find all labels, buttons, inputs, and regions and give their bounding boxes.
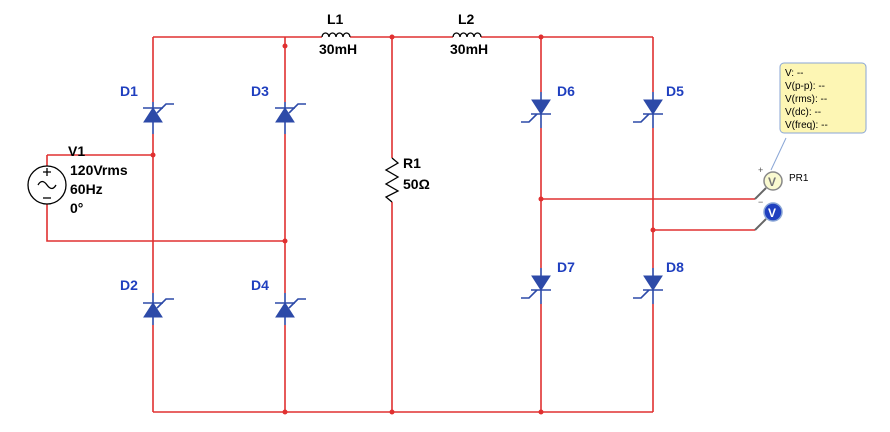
inductor-l2[interactable]: L2 30mH [450, 11, 488, 57]
junction-dots [150, 34, 656, 415]
readout-vfreq: V(freq): -- [785, 120, 828, 131]
svg-text:−: − [758, 197, 763, 207]
thyristor-d7[interactable]: D7 [521, 259, 575, 304]
resistor-value: 50Ω [403, 176, 430, 192]
thyristor-d1-label: D1 [120, 83, 138, 99]
inductor-l1-value: 30mH [319, 41, 357, 57]
thyristor-d7-label: D7 [557, 259, 575, 275]
probe-positive-icon[interactable]: V + [754, 165, 783, 200]
thyristor-d5[interactable]: D5 [633, 83, 684, 128]
ac-source-v1[interactable]: V1 120Vrms 60Hz 0° [27, 143, 128, 216]
probe-negative-icon[interactable]: V − [754, 197, 783, 231]
thyristor-d2-label: D2 [120, 277, 138, 293]
thyristor-d3-label: D3 [251, 83, 269, 99]
thyristor-d5-label: D5 [666, 83, 684, 99]
wires [46, 36, 755, 413]
source-frequency-label: 60Hz [70, 181, 103, 197]
source-phase-label: 0° [70, 200, 83, 216]
source-voltage-label: 120Vrms [70, 162, 128, 178]
thyristor-d8[interactable]: D8 [633, 259, 684, 304]
readout-vdc: V(dc): -- [785, 107, 821, 118]
thyristor-d8-label: D8 [666, 259, 684, 275]
svg-text:V: V [768, 206, 776, 220]
svg-text:V: V [768, 175, 776, 189]
thyristor-d1[interactable]: D1 [120, 83, 174, 134]
probe-readout-tooltip: V: -- V(p-p): -- V(rms): -- V(dc): -- V(… [779, 62, 867, 134]
thyristor-d2[interactable]: D2 [120, 277, 174, 325]
thyristor-d6[interactable]: D6 [521, 83, 575, 128]
source-name-label: V1 [68, 143, 85, 159]
svg-text:+: + [758, 165, 763, 175]
inductor-l2-name: L2 [458, 11, 475, 27]
readout-vpp: V(p-p): -- [785, 81, 825, 92]
readout-v: V: -- [785, 68, 804, 79]
thyristor-d4-label: D4 [251, 277, 269, 293]
readout-vrms: V(rms): -- [785, 94, 827, 105]
inductor-l1-name: L1 [327, 11, 344, 27]
probe-name-label: PR1 [789, 173, 809, 184]
inductor-l1[interactable]: L1 30mH [319, 11, 357, 57]
thyristor-d4[interactable]: D4 [251, 277, 306, 325]
inductor-l2-value: 30mH [450, 41, 488, 57]
voltage-probe-pr1[interactable]: V + V − PR1 V: -- V(p-p): -- V(rms): -- … [754, 62, 867, 231]
thyristor-d6-label: D6 [557, 83, 575, 99]
resistor-r1[interactable]: R1 50Ω [384, 155, 430, 203]
resistor-name: R1 [403, 155, 421, 171]
thyristor-d3[interactable]: D3 [251, 83, 306, 134]
